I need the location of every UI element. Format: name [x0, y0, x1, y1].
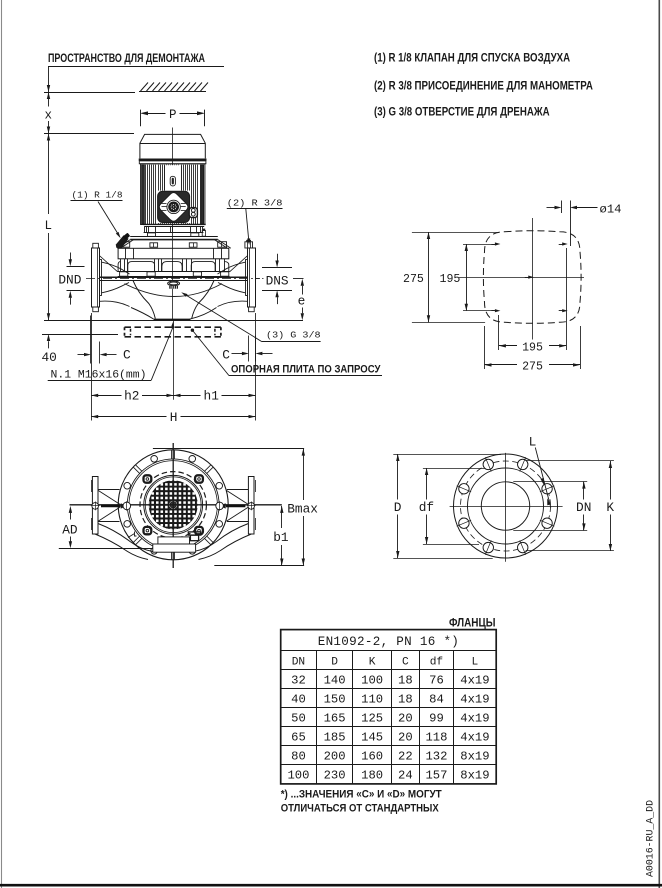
svg-text:K: K: [369, 656, 376, 668]
svg-text:x: x: [44, 109, 52, 123]
svg-text:h2: h2: [124, 389, 139, 404]
svg-text:4x19: 4x19: [460, 674, 489, 688]
svg-text:K: K: [606, 500, 614, 515]
svg-text:8x19: 8x19: [460, 750, 489, 764]
svg-text:(3) G 3/8: (3) G 3/8: [266, 329, 321, 340]
svg-text:185: 185: [324, 731, 346, 745]
svg-text:(1) R 1/8: (1) R 1/8: [72, 189, 123, 200]
svg-text:24: 24: [398, 769, 413, 783]
svg-text:157: 157: [425, 769, 447, 783]
svg-text:18: 18: [398, 674, 413, 688]
svg-text:180: 180: [361, 769, 383, 783]
svg-text:40: 40: [42, 350, 57, 365]
svg-text:4x19: 4x19: [460, 731, 489, 745]
svg-text:DNS: DNS: [266, 273, 289, 288]
svg-text:H: H: [170, 410, 178, 425]
svg-text:132: 132: [425, 750, 447, 764]
svg-text:*) ...ЗНАЧЕНИЯ «С» И «D» МОГУТ: *) ...ЗНАЧЕНИЯ «С» И «D» МОГУТ: [281, 788, 442, 800]
svg-text:230: 230: [324, 769, 346, 783]
svg-text:b1: b1: [273, 530, 289, 545]
svg-text:20: 20: [398, 731, 413, 745]
svg-text:(3) G 3/8 ОТВЕРСТИЕ ДЛЯ ДРЕНАЖ: (3) G 3/8 ОТВЕРСТИЕ ДЛЯ ДРЕНАЖА: [374, 105, 550, 119]
svg-text:C: C: [123, 347, 131, 362]
svg-text:100: 100: [287, 769, 309, 783]
svg-text:(1) R 1/8 КЛАПАН ДЛЯ СПУСКА ВО: (1) R 1/8 КЛАПАН ДЛЯ СПУСКА ВОЗДУХА: [374, 51, 570, 65]
svg-text:ПРОСТРАНСТВО ДЛЯ ДЕМОНТАЖА: ПРОСТРАНСТВО ДЛЯ ДЕМОНТАЖА: [48, 52, 205, 65]
svg-text:8x19: 8x19: [460, 769, 489, 783]
svg-text:AD: AD: [62, 523, 78, 538]
svg-text:100: 100: [361, 674, 383, 688]
svg-text:P: P: [169, 108, 177, 122]
svg-text:84: 84: [429, 693, 444, 707]
svg-text:40: 40: [291, 693, 306, 707]
svg-text:(2) R 3/8 ПРИСОЕДИНЕНИЕ ДЛЯ МА: (2) R 3/8 ПРИСОЕДИНЕНИЕ ДЛЯ МАНОМЕТРА: [374, 79, 593, 93]
svg-text:150: 150: [324, 693, 346, 707]
svg-text:DN: DN: [292, 656, 305, 668]
svg-text:140: 140: [324, 674, 346, 688]
svg-text:275: 275: [403, 273, 424, 286]
svg-text:ОПОРНАЯ ПЛИТА ПО ЗАПРОСУ: ОПОРНАЯ ПЛИТА ПО ЗАПРОСУ: [231, 363, 381, 375]
svg-text:65: 65: [291, 731, 306, 745]
svg-text:N.1 M16x16(mm): N.1 M16x16(mm): [51, 369, 147, 381]
svg-text:L: L: [44, 219, 52, 233]
svg-text:Bmax: Bmax: [287, 501, 318, 516]
svg-text:4x19: 4x19: [460, 712, 489, 726]
svg-text:145: 145: [361, 731, 383, 745]
svg-text:C: C: [222, 347, 230, 362]
svg-text:18: 18: [398, 693, 413, 707]
svg-text:32: 32: [291, 674, 306, 688]
svg-text:(2) R 3/8: (2) R 3/8: [227, 198, 283, 209]
svg-text:df: df: [430, 656, 443, 668]
svg-text:195: 195: [440, 273, 461, 286]
svg-text:165: 165: [324, 712, 346, 726]
svg-text:e: e: [298, 293, 306, 308]
svg-text:DND: DND: [58, 272, 81, 287]
svg-text:80: 80: [291, 750, 306, 764]
svg-text:50: 50: [291, 712, 306, 726]
svg-text:D: D: [331, 656, 338, 668]
svg-text:EN1092-2, PN 16 *): EN1092-2, PN 16 *): [318, 635, 459, 649]
svg-text:ОТЛИЧАТЬСЯ ОТ СТАНДАРТНЫХ: ОТЛИЧАТЬСЯ ОТ СТАНДАРТНЫХ: [281, 802, 440, 814]
svg-text:76: 76: [429, 674, 444, 688]
svg-text:200: 200: [324, 750, 346, 764]
svg-text:h1: h1: [204, 389, 220, 404]
svg-text:L: L: [472, 656, 479, 668]
svg-text:160: 160: [361, 750, 383, 764]
svg-text:20: 20: [398, 712, 413, 726]
svg-text:df: df: [419, 500, 434, 515]
svg-text:275: 275: [522, 361, 543, 374]
svg-text:C: C: [402, 656, 409, 668]
svg-text:DN: DN: [576, 500, 591, 515]
svg-text:118: 118: [425, 731, 447, 745]
svg-text:110: 110: [361, 693, 383, 707]
svg-text:4x19: 4x19: [460, 693, 489, 707]
svg-text:L: L: [529, 434, 537, 449]
svg-text:125: 125: [361, 712, 383, 726]
svg-text:ø14: ø14: [600, 203, 622, 217]
svg-text:A0016-RU_A_DD: A0016-RU_A_DD: [645, 800, 656, 877]
svg-text:22: 22: [398, 750, 413, 764]
svg-text:ФЛАНЦЫ: ФЛАНЦЫ: [449, 617, 496, 629]
svg-text:99: 99: [429, 712, 444, 726]
svg-text:195: 195: [522, 342, 543, 355]
svg-text:D: D: [394, 500, 402, 515]
